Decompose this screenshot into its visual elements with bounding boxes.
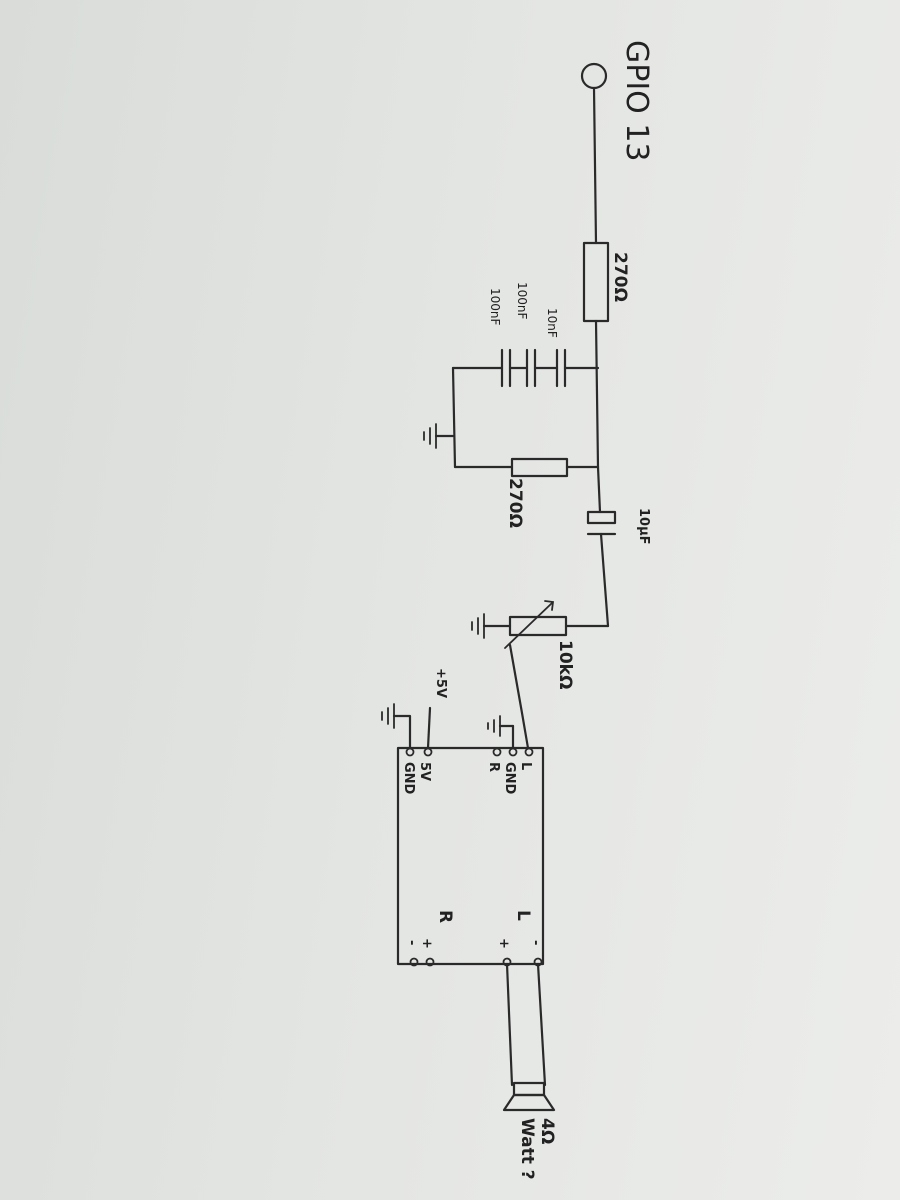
amplifier-module bbox=[396, 746, 545, 966]
ground-symbol-4 bbox=[381, 703, 395, 729]
resistor-r1 bbox=[582, 241, 610, 323]
label-r2: 270Ω bbox=[505, 478, 525, 528]
pin-gnd-in-terminal bbox=[508, 747, 518, 757]
label-gpio: GPIO 13 bbox=[619, 40, 654, 162]
pin-l-terminal bbox=[524, 747, 534, 757]
wire-gnd-pwr bbox=[392, 714, 412, 750]
label-vcc: +5V bbox=[433, 668, 448, 698]
label-pot: 10kΩ bbox=[555, 640, 575, 689]
wire-speaker-minus bbox=[536, 962, 547, 1087]
label-c3: 100nF bbox=[488, 288, 502, 326]
capacitor-c4 bbox=[586, 510, 617, 536]
wire-main-1 bbox=[594, 319, 600, 469]
pin-gnd-pwr-terminal bbox=[405, 747, 415, 757]
wire-main-3 bbox=[599, 532, 610, 628]
module-pin-gnd-pwr: GND bbox=[401, 762, 416, 795]
label-speaker-ohm: 4Ω bbox=[537, 1118, 557, 1144]
label-r1: 270Ω bbox=[610, 252, 630, 302]
wire-speaker-plus bbox=[505, 962, 514, 1087]
wire-gpio bbox=[592, 86, 598, 245]
resistor-r2 bbox=[510, 457, 569, 478]
pin-r-terminal bbox=[492, 747, 502, 757]
module-out-r: R bbox=[435, 910, 455, 923]
module-pin-5v: 5V bbox=[417, 762, 432, 781]
ground-symbol-1 bbox=[423, 423, 437, 449]
module-pin-l: L bbox=[518, 762, 533, 770]
out-r-minus-terminal bbox=[409, 957, 419, 967]
label-c1: 10nF bbox=[545, 308, 559, 338]
label-c4: 10µF bbox=[636, 508, 651, 545]
out-r-plus-terminal bbox=[425, 957, 435, 967]
wire-5v bbox=[426, 706, 432, 750]
module-out-r-minus: - bbox=[404, 940, 419, 945]
module-out-l-minus: - bbox=[528, 940, 543, 945]
wire-main-2 bbox=[596, 465, 602, 514]
module-out-l: L bbox=[513, 910, 533, 921]
module-pin-r: R bbox=[486, 762, 501, 772]
module-out-r-plus: + bbox=[419, 938, 434, 949]
module-pin-gnd-in: GND bbox=[502, 762, 517, 795]
ground-symbol-2 bbox=[471, 613, 485, 639]
pin-5v-terminal bbox=[423, 747, 433, 757]
wire-wiper-to-l bbox=[508, 643, 530, 750]
gpio-terminal bbox=[580, 62, 608, 90]
module-out-l-plus: + bbox=[496, 938, 511, 949]
capacitor-bank bbox=[451, 348, 600, 388]
label-speaker-watt: Watt ? bbox=[517, 1118, 537, 1180]
label-c2: 100nF bbox=[515, 282, 529, 320]
ground-symbol-3 bbox=[487, 715, 501, 737]
wire-ground-bus bbox=[451, 366, 457, 469]
speaker-symbol bbox=[502, 1081, 556, 1112]
